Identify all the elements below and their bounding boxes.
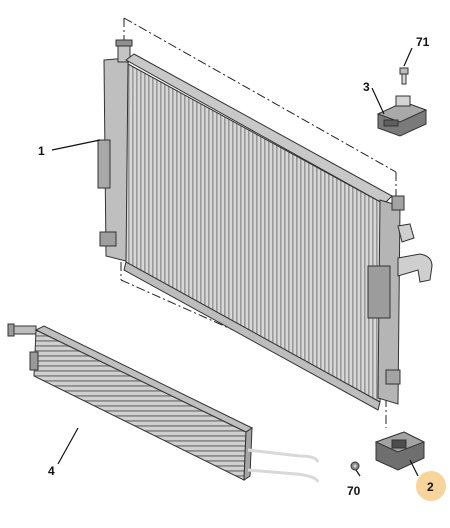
callout-2-highlight	[416, 471, 446, 501]
mounting-bracket	[374, 431, 426, 471]
radiator-right-mount-bottom	[385, 369, 401, 385]
radiator-outlet-pipe	[397, 253, 433, 283]
callout-2: 2	[427, 480, 434, 494]
callout-3: 3	[363, 80, 370, 94]
radiator-left-mount	[99, 231, 117, 247]
radiator	[97, 39, 433, 411]
radiator-core	[125, 63, 385, 403]
radiator-upper-inlet	[397, 223, 415, 243]
callout-1: 1	[38, 144, 45, 158]
oil-cooler-core	[33, 329, 247, 481]
radiator-right-mount-top	[391, 195, 405, 211]
callout-70: 70	[347, 484, 361, 498]
control-module	[376, 95, 428, 137]
radiator-top-cap	[115, 39, 133, 47]
radiator-left-bracket	[97, 139, 111, 189]
nut-70	[350, 461, 360, 471]
radiator-right-bracket	[367, 265, 391, 319]
callout-4: 4	[48, 464, 55, 478]
screw-71	[399, 67, 409, 85]
radiator-bottom-header	[123, 261, 381, 411]
oil-cooler	[7, 323, 320, 483]
callout-71: 71	[416, 35, 430, 49]
leader-lines	[51, 47, 419, 477]
